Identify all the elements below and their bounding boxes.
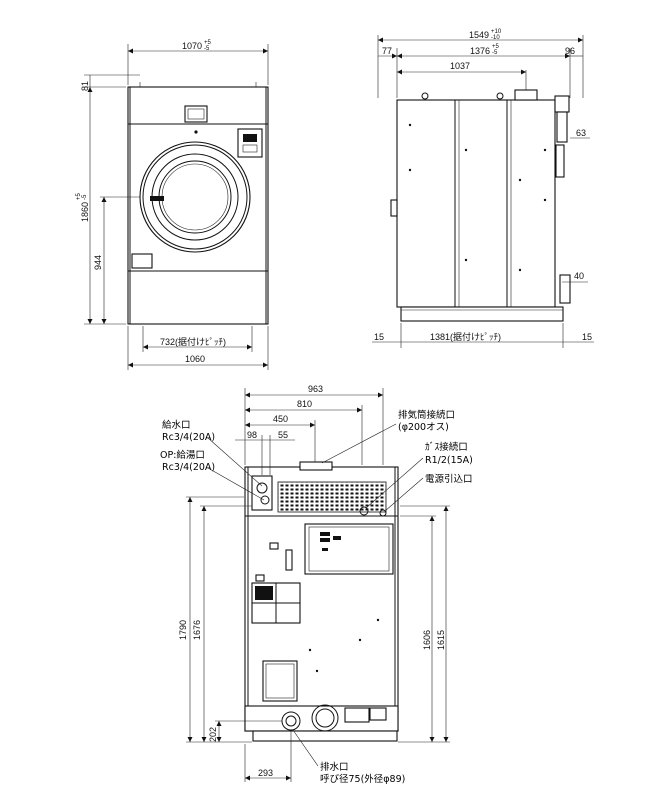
svg-text:-10: -10: [491, 35, 500, 41]
label-hot-water-inlet: OP:給湯口: [160, 449, 205, 461]
rear-view: [244, 461, 399, 742]
top-height-dim: 81: [80, 81, 90, 91]
side-inner-depth: 1376: [470, 46, 490, 56]
front-dimensions: 1070 +5 -5 81 1860 +5 -5 944 732(据付けﾋﾟｯﾁ…: [76, 40, 269, 370]
label-hot-water-inlet-size: Rc3/4(20A): [162, 462, 215, 473]
rear-dim-1606: 1606: [422, 630, 432, 650]
side-left-offset: 77: [382, 46, 392, 56]
side-dimensions: 1549 +10 -10 77 1376 +5 -5 96 1037 63 40…: [372, 29, 594, 348]
side-right-lower: 40: [574, 271, 584, 281]
rear-dim-1790: 1790: [178, 620, 188, 640]
door-height-dim: 944: [93, 255, 103, 270]
control-panel: [304, 523, 394, 575]
rear-exhaust-duct: [299, 461, 333, 471]
front-mount-pitch: 732(据付けﾋﾟｯﾁ): [160, 336, 226, 347]
side-foot-right: 15: [582, 332, 592, 342]
rear-dim-293: 293: [258, 768, 273, 778]
rear-dim-450: 450: [273, 414, 288, 424]
label-exhaust-size: (φ200オス): [398, 422, 449, 433]
exhaust-duct: [514, 89, 538, 101]
label-power: 電源引込口: [425, 474, 473, 485]
rear-dim-963: 963: [308, 384, 323, 394]
label-exhaust: 排気筒接続口: [398, 409, 455, 421]
rear-base: [252, 730, 398, 742]
side-base: [400, 306, 564, 322]
side-top-span: 1037: [450, 61, 470, 71]
rear-dim-202: 202: [208, 727, 218, 742]
front-base-width: 1060: [185, 354, 205, 364]
label-gas-size: R1/2(15A): [425, 455, 473, 466]
side-right-upper: 63: [576, 128, 586, 138]
front-width-dim: 1070: [182, 41, 202, 51]
rear-dim-1676: 1676: [192, 620, 202, 640]
side-overall-depth: 1549: [469, 30, 489, 40]
control-display: [184, 105, 208, 123]
rear-dim-810: 810: [297, 399, 312, 409]
rear-access-panel: [262, 660, 298, 702]
label-gas: ｶﾞｽ接続口: [425, 441, 468, 453]
door-handle: [150, 196, 164, 201]
side-view: [390, 70, 571, 322]
coin-box: [237, 128, 263, 158]
svg-text:+10: +10: [491, 29, 502, 35]
front-height-dim: 1860: [80, 202, 90, 222]
rear-dim-1615: 1615: [436, 630, 446, 650]
svg-text:-5: -5: [492, 50, 498, 56]
label-drain-size: 呼び径75(外径φ89): [320, 773, 405, 785]
label-water-inlet-size: Rc3/4(20A): [162, 432, 215, 443]
svg-text:-5: -5: [204, 46, 210, 52]
front-view: [127, 82, 269, 325]
side-right-offset: 96: [565, 46, 575, 56]
svg-text:+5: +5: [204, 40, 212, 46]
rear-dimensions: 963 810 450 98 55 1790 1676 1606 1615 20…: [178, 384, 450, 782]
rear-dim-98: 98: [247, 430, 257, 440]
svg-text:+5: +5: [492, 44, 500, 50]
vent-grille: [277, 481, 387, 513]
rear-dim-55: 55: [278, 430, 288, 440]
side-mount-pitch: 1381(据付けﾋﾟｯﾁ): [430, 331, 501, 342]
label-water-inlet: 給水口: [162, 419, 191, 431]
svg-text:-5: -5: [82, 194, 88, 200]
side-foot-left: 15: [374, 332, 384, 342]
callout-labels: 給水口 Rc3/4(20A) OP:給湯口 Rc3/4(20A) 排気筒接続口 …: [160, 409, 473, 785]
svg-text:+5: +5: [76, 192, 82, 200]
side-body-outline: [396, 99, 556, 308]
label-drain: 排水口: [320, 761, 349, 773]
